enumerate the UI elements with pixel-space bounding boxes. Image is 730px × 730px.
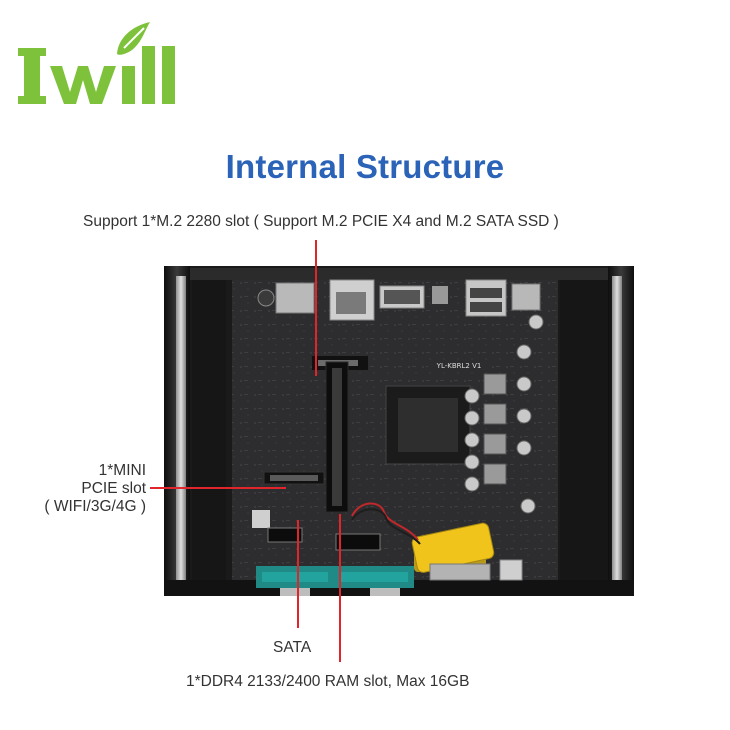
callout-m2-slot: Support 1*M.2 2280 slot ( Support M.2 PC… xyxy=(83,213,559,230)
callout-ddr4: 1*DDR4 2133/2400 RAM slot, Max 16GB xyxy=(186,673,470,690)
page-title: Internal Structure xyxy=(225,148,505,185)
callout-sata: SATA xyxy=(273,639,312,656)
board-model-label: YL-KBRL2 V1 xyxy=(436,362,482,370)
front-connectors xyxy=(256,566,414,596)
callout-mini-pcie: 1*MINI PCIE slot ( WIFI/3G/4G ) xyxy=(44,462,146,516)
callout-mini-pcie-line2: PCIE slot xyxy=(81,480,146,497)
iwill-logo xyxy=(18,22,175,104)
motherboard: YL-KBRL2 V1 xyxy=(232,279,558,581)
callout-mini-pcie-line3: ( WIFI/3G/4G ) xyxy=(44,498,146,515)
leader-lines xyxy=(150,240,341,662)
callout-mini-pcie-line1: 1*MINI xyxy=(98,462,146,479)
